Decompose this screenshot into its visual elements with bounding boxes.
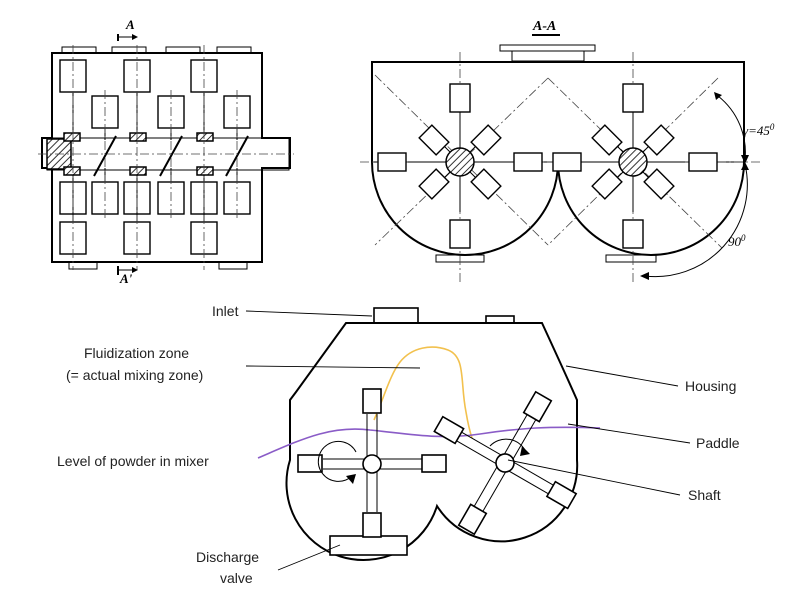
paddle-right-top — [522, 390, 553, 423]
label-discharge-valve-line1: Discharge — [196, 549, 259, 565]
secondary-port — [485, 315, 515, 324]
right-rotor — [433, 390, 578, 536]
paddle-left-left — [297, 454, 323, 473]
paddle-left-bottom — [362, 512, 382, 538]
paddle-left-top — [362, 388, 382, 414]
angle-ninety: 900 — [640, 162, 749, 280]
paddle-right-left — [433, 415, 465, 445]
plan-paddles — [59, 59, 251, 255]
paddle-right-right — [545, 480, 578, 510]
angle-ninety-label: 900 — [728, 233, 746, 249]
plan-shaft — [46, 137, 290, 171]
label-shaft: Shaft — [688, 487, 721, 503]
angle-gamma: γ=450 — [714, 92, 775, 164]
label-paddle: Paddle — [696, 435, 740, 451]
section-rotor-left — [377, 83, 543, 249]
inlet-port — [373, 307, 419, 324]
fluidization-zone-curve — [373, 346, 473, 439]
label-fluidization-zone-line2: (= actual mixing zone) — [66, 367, 203, 383]
label-inlet: Inlet — [212, 303, 239, 319]
shaft-right — [495, 453, 515, 473]
discharge-valve-body — [329, 535, 408, 556]
shaft-left — [362, 454, 382, 474]
section-marker-top: A — [117, 17, 138, 41]
housing-outline — [285, 322, 579, 561]
paddle-left-right — [421, 454, 447, 473]
section-view: A-A — [360, 19, 775, 285]
label-housing: Housing — [685, 378, 736, 394]
section-marker-bottom: A' — [117, 266, 138, 286]
plan-centerlines — [72, 45, 238, 270]
paddle-right-bottom — [457, 503, 488, 536]
label-level-of-powder: Level of powder in mixer — [57, 453, 209, 469]
section-title: A-A — [532, 19, 556, 34]
left-rotor — [297, 388, 447, 538]
labeled-schematic: Inlet Fluidization zone (= actual mixing… — [57, 303, 740, 586]
angle-gamma-label: γ=450 — [743, 122, 775, 138]
section-rotor-right — [552, 83, 718, 249]
powder-level-curve — [257, 426, 601, 459]
label-fluidization-zone-line1: Fluidization zone — [84, 345, 189, 361]
label-discharge-valve-line2: valve — [220, 570, 253, 586]
plan-view: A A' — [38, 17, 294, 286]
section-marker-bottom-label: A' — [119, 271, 133, 286]
section-marker-top-label: A — [125, 17, 135, 32]
